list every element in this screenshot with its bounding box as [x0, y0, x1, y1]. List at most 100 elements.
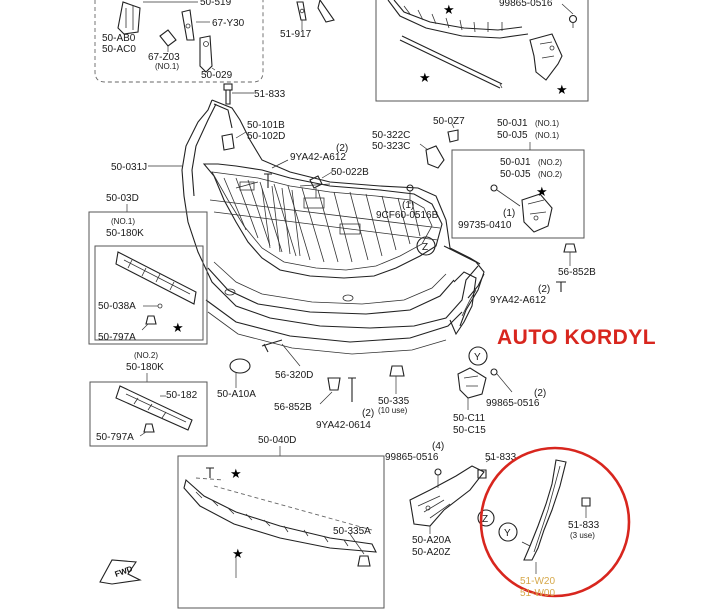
label-9ya42-a612-top: 9YA42-A612 — [290, 152, 346, 163]
clip-50-0z7-drawing — [447, 129, 459, 143]
screw-lower-spoiler-drawing — [206, 467, 214, 478]
label-51-w00: 51-W00 — [520, 588, 555, 599]
license-bracket-1-drawing — [115, 251, 197, 305]
screw-99865-mid-drawing — [490, 368, 513, 393]
lower-grille-drawing — [387, 0, 529, 39]
license-bracket-outer-box — [88, 211, 208, 345]
label-50-322c: 50-322C — [372, 130, 410, 141]
label-51-833-top: 51-833 — [254, 89, 286, 100]
star-marker-grille-1: ★ — [443, 2, 455, 17]
label-50-0j5-no1: 50-0J5 — [497, 130, 528, 141]
label-50-a20a: 50-A20A — [412, 535, 451, 546]
bracket-50-101b-drawing — [221, 133, 235, 151]
label-50-102d: 50-102D — [247, 131, 285, 142]
callout-z-b-circle — [477, 509, 495, 527]
label-99735-0410: 99735-0410 — [458, 220, 512, 231]
fwd-arrow-icon — [99, 559, 142, 585]
label-50-ab0: 50-AB0 — [102, 33, 136, 44]
label-50-180k-2: 50-180K — [126, 362, 164, 373]
bracket-50-c11-drawing — [457, 367, 487, 399]
clip-67-z03-drawing — [159, 29, 177, 47]
license-bracket-box-1 — [94, 245, 204, 341]
nut-50-022b-drawing — [309, 175, 323, 198]
clip-50-335-drawing — [389, 365, 405, 394]
label-51-833-mid: 51-833 — [485, 452, 517, 463]
clip-56-852b-right-drawing — [563, 243, 577, 266]
license-bracket-2-drawing — [115, 385, 193, 431]
label-50-0z7: 50-0Z7 — [433, 116, 465, 127]
label-51-833-low: 51-833 — [568, 520, 600, 531]
label-99865-0516-top: 99865-0516 — [499, 0, 553, 9]
highlight-ring — [479, 446, 631, 598]
label-no1-a: (NO.1) — [535, 119, 559, 128]
clip-51-833-mid-drawing — [477, 469, 487, 479]
callout-y-a-circle — [468, 346, 488, 366]
clip-51-833-low-drawing — [581, 497, 591, 518]
label-50-335: 50-335 — [378, 396, 410, 407]
label-qty-2-c: (2) — [362, 408, 374, 419]
label-50-0j1-no2: 50-0J1 — [500, 157, 531, 168]
label-50-022b: 50-022B — [331, 167, 369, 178]
label-99865-0516-low: 99865-0516 — [385, 452, 439, 463]
side-bracket-box — [451, 149, 585, 239]
front-bumper-drawing — [181, 99, 485, 355]
label-56-320d: 56-320D — [275, 370, 313, 381]
label-50-029: 50-029 — [201, 70, 233, 81]
label-50-335-note: (10 use) — [378, 406, 408, 415]
star-marker-spoiler-1: ★ — [230, 466, 242, 481]
clip-50-335a-drawing — [357, 555, 371, 567]
callout-y-b-circle — [498, 522, 518, 542]
screw-56-320d-drawing — [261, 339, 283, 353]
label-99865-0516-mid: 99865-0516 — [486, 398, 540, 409]
label-50-0j1-no1: 50-0J1 — [497, 118, 528, 129]
label-qty-2-b: (2) — [538, 284, 550, 295]
label-50-ac0: 50-AC0 — [102, 44, 136, 55]
label-50-c11: 50-C11 — [453, 413, 485, 424]
label-51-833-low-note: (3 use) — [570, 531, 595, 540]
screw-9ya42-right-drawing — [556, 281, 566, 292]
label-50-03d: 50-03D — [106, 193, 139, 204]
screw-99735-drawing — [490, 184, 521, 207]
wheel-arch-molding-51-w20-drawing — [521, 459, 567, 561]
watermark-text: AUTO KORDYL — [497, 326, 657, 349]
clip-51-833-top-drawing — [223, 83, 233, 105]
label-50-101b: 50-101B — [247, 120, 285, 131]
label-67-z03-note: (NO.1) — [155, 62, 179, 71]
label-51-w20: 51-W20 — [520, 576, 555, 587]
tow-cover-50-a10a-drawing — [229, 358, 251, 374]
label-50-038a: 50-038A — [98, 301, 136, 312]
nut-50-797a-1-drawing — [145, 315, 157, 325]
label-50-a10a: 50-A10A — [217, 389, 256, 400]
screw-9ya42-a612-top-drawing — [264, 173, 272, 188]
label-50-519: 50-519 — [200, 0, 232, 8]
license-bracket-box-2 — [89, 381, 208, 447]
label-67-y30: 67-Y30 — [212, 18, 245, 29]
bracket-50-ab0-drawing — [117, 1, 141, 35]
label-no2-a: (NO.2) — [538, 158, 562, 167]
label-50-180k-1: 50-180K — [106, 228, 144, 239]
star-marker-grille-3: ★ — [556, 82, 568, 97]
label-qty-1-a: (1) — [402, 200, 414, 211]
label-50-a20z: 50-A20Z — [412, 547, 450, 558]
spoiler-dash-2 — [213, 485, 373, 531]
clip-51-917-drawing — [296, 1, 307, 21]
callout-z-b: Z — [482, 514, 488, 525]
grille-group-box — [375, 0, 589, 102]
screw-99865-top-drawing — [568, 14, 578, 28]
clip-50-038a-drawing — [143, 303, 163, 309]
label-9ya42-0614: 9YA42-0614 — [316, 420, 371, 431]
cap-50-322c-drawing — [425, 145, 445, 169]
callout-z: Z — [422, 242, 428, 253]
lower-spoiler-box — [177, 455, 385, 609]
spoiler-dash-1 — [195, 477, 225, 481]
label-9ya42-a612-right: 9YA42-A612 — [490, 295, 546, 306]
label-no1-c: (NO.1) — [111, 217, 135, 226]
label-51-917: 51-917 — [280, 29, 312, 40]
callout-y-b: Y — [504, 528, 511, 539]
label-56-852b-right: 56-852B — [558, 267, 596, 278]
side-piece-50-a20a-drawing — [409, 465, 485, 527]
label-no1-b: (NO.1) — [535, 131, 559, 140]
label-qty-4: (4) — [432, 441, 444, 452]
